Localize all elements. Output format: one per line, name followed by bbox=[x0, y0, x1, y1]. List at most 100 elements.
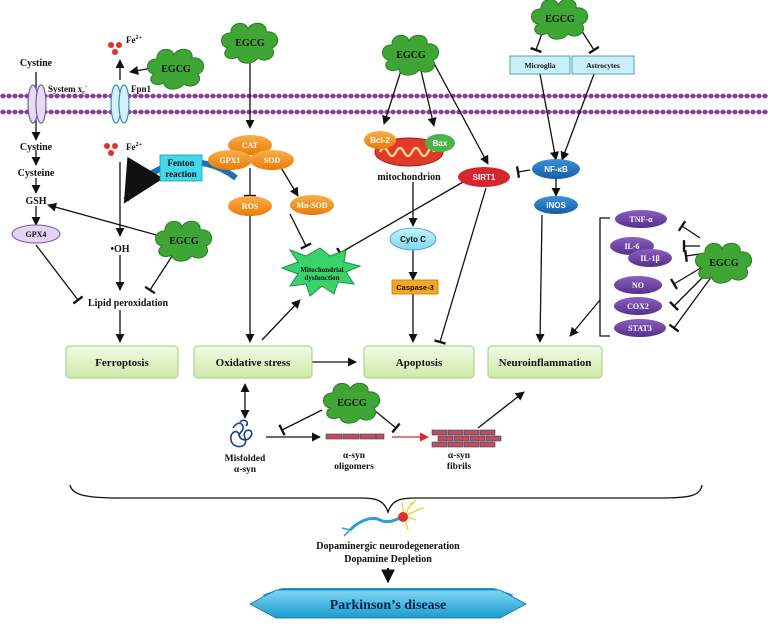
membrane-head bbox=[228, 109, 234, 115]
membrane-head bbox=[342, 109, 348, 115]
membrane-head bbox=[666, 109, 672, 115]
cytokine-ovals bbox=[610, 210, 672, 337]
egcg-label: EGCG bbox=[545, 14, 575, 25]
oligomers-shape bbox=[325, 433, 385, 440]
parkinsons-banner-main bbox=[249, 589, 527, 619]
membrane-head bbox=[192, 109, 198, 115]
ferroptosis-box-label: Ferroptosis bbox=[95, 357, 149, 369]
outcome-boxes bbox=[65, 345, 603, 379]
membrane-head bbox=[138, 109, 144, 115]
cytoc-label: Cyto C bbox=[400, 235, 426, 244]
membrane-head bbox=[468, 93, 474, 99]
membrane-head bbox=[750, 109, 756, 115]
membrane-head bbox=[246, 109, 252, 115]
membrane-head bbox=[96, 93, 102, 99]
lipid-peroxidation-label: Lipid peroxidation bbox=[88, 298, 169, 309]
cytokine-label: COX2 bbox=[627, 302, 649, 311]
membrane-head bbox=[708, 109, 714, 115]
membrane-head bbox=[222, 93, 228, 99]
membrane-head bbox=[594, 93, 600, 99]
membrane-head bbox=[294, 109, 300, 115]
membrane-head bbox=[198, 93, 204, 99]
gpx1-label: GPX1 bbox=[220, 156, 241, 165]
neuroinflammation-box-label: Neuroinflammation bbox=[499, 357, 592, 369]
neurodegeneration-label: Dopaminergic neurodegeneration bbox=[316, 541, 460, 552]
membrane-head bbox=[228, 93, 234, 99]
membrane-head bbox=[354, 109, 360, 115]
membrane-head bbox=[324, 93, 330, 99]
egcg-label: EGCG bbox=[169, 236, 199, 247]
membrane-head bbox=[420, 93, 426, 99]
fibril-segment bbox=[463, 429, 480, 436]
membrane-head bbox=[582, 109, 588, 115]
mitochondrion-shape bbox=[364, 131, 455, 167]
membrane-head bbox=[78, 93, 84, 99]
membrane-head bbox=[300, 109, 306, 115]
system-xc-transporter bbox=[27, 84, 47, 124]
caspase3-box bbox=[391, 279, 439, 295]
membrane-head bbox=[576, 93, 582, 99]
astrocytes-box bbox=[571, 55, 635, 75]
membrane-head bbox=[516, 109, 522, 115]
membrane-head bbox=[66, 109, 72, 115]
fibril-segment bbox=[431, 441, 448, 448]
membrane-head bbox=[504, 93, 510, 99]
cystine-out-label: Cystine bbox=[20, 58, 53, 69]
membrane-head bbox=[150, 109, 156, 115]
membrane-head bbox=[270, 93, 276, 99]
egcg-label: EGCG bbox=[235, 38, 265, 49]
membrane-head bbox=[534, 109, 540, 115]
parkinsons-label: Parkinson’s disease bbox=[330, 598, 447, 613]
membrane-head bbox=[90, 93, 96, 99]
membrane-head bbox=[78, 109, 84, 115]
membrane-head bbox=[288, 93, 294, 99]
mito-dysfunction-burst bbox=[280, 247, 362, 297]
membrane-head bbox=[168, 109, 174, 115]
membrane-head bbox=[756, 93, 762, 99]
gpx4-label: GPX4 bbox=[26, 230, 47, 239]
membrane-head bbox=[84, 109, 90, 115]
fpn1-label: Fpn1 bbox=[131, 84, 152, 94]
neuron-icon bbox=[341, 499, 425, 537]
membrane-head bbox=[480, 93, 486, 99]
gpx4-oval bbox=[11, 224, 61, 244]
membrane-head bbox=[498, 93, 504, 99]
membrane-head bbox=[654, 93, 660, 99]
membrane-head bbox=[414, 109, 420, 115]
membrane-head bbox=[636, 109, 642, 115]
membrane-head bbox=[432, 109, 438, 115]
membrane-head bbox=[60, 93, 66, 99]
fibril-segment bbox=[479, 441, 496, 448]
membrane-head bbox=[312, 93, 318, 99]
cytokine-label: IL-1β bbox=[640, 254, 659, 263]
membrane-head bbox=[216, 109, 222, 115]
membrane-head bbox=[732, 109, 738, 115]
membrane-head bbox=[726, 109, 732, 115]
membrane-head bbox=[552, 93, 558, 99]
fenton-box bbox=[159, 154, 203, 182]
membrane-head bbox=[132, 93, 138, 99]
membrane-head bbox=[660, 93, 666, 99]
membrane-head bbox=[264, 93, 270, 99]
membrane-head bbox=[258, 109, 264, 115]
egcg-label: EGCG bbox=[709, 258, 739, 269]
membrane-head bbox=[348, 93, 354, 99]
membrane-head bbox=[558, 93, 564, 99]
membrane-head bbox=[102, 109, 108, 115]
cystine-in-label: Cystine bbox=[20, 142, 53, 153]
membrane-head bbox=[714, 93, 720, 99]
egcg-label: EGCG bbox=[396, 50, 426, 61]
membrane-head bbox=[18, 93, 24, 99]
membrane-head bbox=[48, 109, 54, 115]
membrane-head bbox=[684, 93, 690, 99]
membrane-head bbox=[726, 93, 732, 99]
membrane-head bbox=[558, 109, 564, 115]
membrane-head bbox=[702, 109, 708, 115]
membrane-head bbox=[690, 93, 696, 99]
membrane-head bbox=[240, 109, 246, 115]
membrane-head bbox=[396, 109, 402, 115]
membrane-head bbox=[234, 109, 240, 115]
membrane-head bbox=[186, 109, 192, 115]
microglia-box bbox=[509, 55, 571, 75]
